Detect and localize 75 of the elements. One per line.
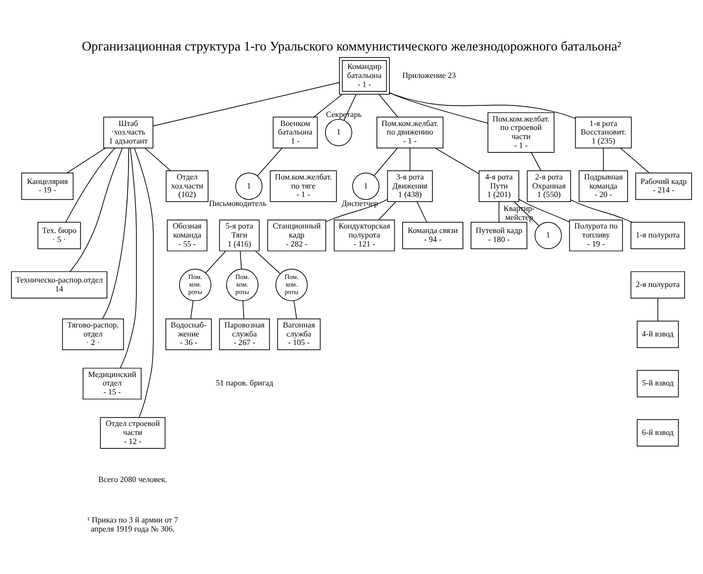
node-box: Водоснаб- жение - 36 -	[165, 318, 212, 350]
connector	[326, 198, 388, 222]
connector	[498, 200, 500, 222]
connector	[570, 198, 632, 222]
node-box: Команда связи - 94 -	[402, 221, 464, 249]
node-box: Военком батальона 1 -	[272, 116, 318, 148]
node-label: Письмоводитель	[208, 198, 266, 208]
node-box: Станционный кадр - 282 -	[267, 219, 326, 251]
connector	[134, 147, 154, 418]
node-box: 4-й взвод	[636, 320, 679, 348]
connector	[293, 300, 298, 319]
label: Приложение 23	[402, 70, 456, 80]
node-circle: 1	[352, 172, 380, 200]
connector	[242, 300, 244, 319]
node-box: Путевой кадр - 180 -	[470, 221, 528, 249]
node-box: Штаб ·хоз.часть 1 адъютант	[103, 116, 154, 148]
connector	[313, 94, 342, 117]
node-box: Паровозная служба - 267 -	[219, 318, 270, 350]
connector	[144, 147, 171, 170]
label: ¹ Приказ по 3 й армии от 7 апреля 1919 года № 306.	[87, 514, 178, 533]
connector	[434, 147, 480, 174]
connector	[374, 147, 398, 176]
node-circle: 1	[325, 118, 352, 146]
connector	[416, 200, 428, 222]
node-box: Рабочий кадр - 214 -	[635, 172, 692, 200]
node-box: 3-я рота Движения 1 (438)	[387, 170, 433, 202]
node-box: Вагонная служба - 105 -	[277, 318, 321, 350]
connector	[65, 147, 116, 222]
diagram-title: Организационная структура 1-го Уральского коммунистического железнодорожного батальона²	[82, 38, 622, 53]
connector	[378, 200, 396, 220]
node-box: 6-й взвод	[636, 418, 679, 446]
connector	[530, 152, 542, 171]
node-box: 1-я рота Восстановит. 1 (235)	[575, 116, 632, 148]
node-box: Подрывная команда - 20 -	[578, 170, 628, 202]
connector	[389, 92, 576, 118]
node-box: Пом.ком.желбат. по тяге - 1 -	[270, 170, 337, 202]
connector	[120, 147, 137, 368]
node-box: Обозная команда - 55 -	[166, 219, 208, 251]
connector	[620, 147, 650, 173]
connector	[66, 147, 106, 173]
connector	[190, 300, 194, 319]
node-label: Диспетчер	[342, 198, 378, 208]
node-box: Полурота по топливу - 19 -	[569, 219, 623, 251]
node-box: Тех. бюро · 5 ·	[37, 221, 81, 249]
node-box: Отдел хоз.части (102)	[166, 170, 208, 202]
node-circle: 1	[235, 172, 263, 200]
label: 51 паров. бригад	[216, 378, 274, 388]
node-box: 2-я полурота	[630, 270, 685, 298]
node-circle: 1	[534, 221, 562, 249]
node-box: 5-й взвод	[636, 370, 679, 397]
node-box: Пом.ком.желбат. по строевой части - 1 -	[488, 112, 554, 152]
node-box: Медицинский отдел - 15 -	[82, 367, 142, 399]
connector	[70, 147, 123, 272]
node-box: Техническо-распор.отдел 14	[11, 270, 108, 298]
node-box: 2-я рота Охранная 1 (550)	[526, 170, 572, 202]
connector	[389, 92, 488, 123]
connector	[603, 147, 604, 170]
node-box: Отдел строевой части - 12 -	[100, 416, 166, 448]
connector	[102, 147, 129, 319]
connector	[205, 250, 226, 273]
node-box: Канцелярия - 19 -	[21, 172, 74, 200]
label: Всего 2080 человек.	[98, 474, 168, 484]
node-box: Пом.ком.желбат. по движению - 1 -	[376, 116, 444, 148]
node-box: Тягово-распор. отдел · 2 ·	[62, 318, 124, 350]
connector	[152, 82, 340, 126]
node-box: 1-я полурота	[630, 221, 685, 249]
connector	[255, 250, 281, 274]
node-box: Кондукторская полурота - 121 -	[334, 219, 395, 251]
connector	[240, 250, 242, 269]
node-box: 5-я рота Тяги 1 (416)	[219, 219, 260, 251]
connector	[257, 147, 282, 176]
connector	[378, 94, 398, 117]
node-box: Командир батальона - 1 -	[339, 56, 390, 94]
connector	[657, 297, 658, 321]
node-box: 4-я рота Пути 1 (201)	[478, 170, 520, 202]
